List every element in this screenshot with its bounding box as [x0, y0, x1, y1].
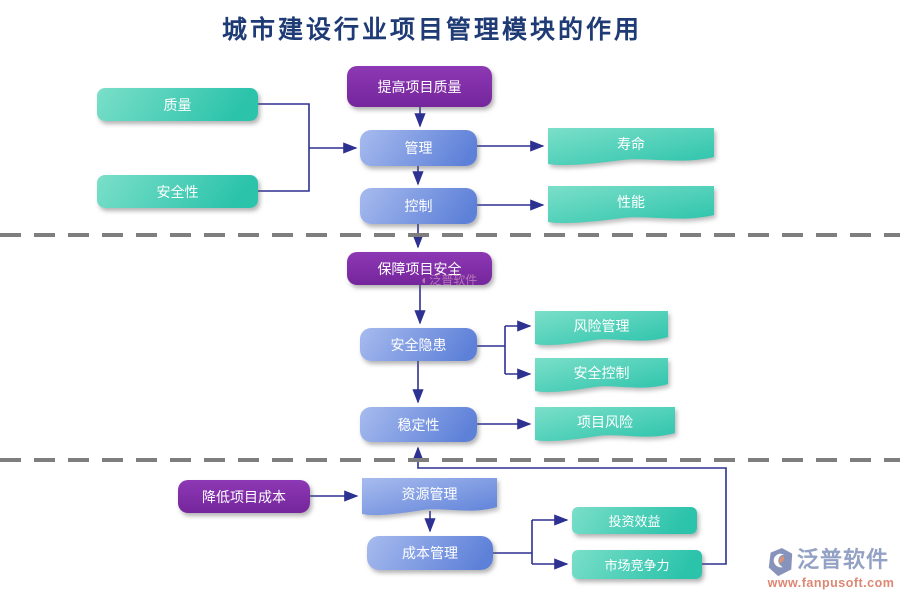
- node-manage-label: 管理: [404, 140, 433, 156]
- node-performance: 性能: [548, 186, 714, 226]
- node-investment-label: 投资效益: [608, 514, 661, 529]
- node-stability: 稳定性: [360, 407, 477, 442]
- diagram-title: 城市建设行业项目管理模块的作用: [221, 15, 642, 44]
- watermark-logo-icon: ◖: [420, 272, 428, 287]
- node-performance-label: 性能: [617, 194, 645, 210]
- node-project-risk: 项目风险: [535, 407, 675, 444]
- node-project-risk-label: 项目风险: [577, 413, 633, 430]
- vendor-logo-url: www.fanpusoft.com: [767, 576, 895, 590]
- vendor-logo-name: 泛普软件: [797, 547, 890, 572]
- node-improve-quality-label: 提高项目质量: [377, 78, 462, 95]
- node-reduce-cost-label: 降低项目成本: [202, 488, 286, 505]
- node-control: 控制: [360, 188, 477, 224]
- node-reduce-cost: 降低项目成本: [178, 480, 310, 513]
- node-lifespan-label: 寿命: [617, 136, 645, 152]
- node-lifespan: 寿命: [548, 128, 714, 168]
- node-control-label: 控制: [404, 198, 433, 214]
- node-risk-mgmt-label: 风险管理: [573, 317, 630, 334]
- section-divider-1: [0, 233, 900, 237]
- node-cost-mgmt: 成本管理: [367, 536, 493, 570]
- node-ensure-safety: 保障项目安全: [347, 252, 492, 285]
- node-safety: 安全性: [97, 175, 258, 208]
- wire-quality-safety-bracket: [258, 103, 310, 192]
- watermark-text: 泛普软件: [429, 273, 478, 287]
- document-shape: [535, 311, 668, 346]
- node-investment: 投资效益: [572, 507, 697, 534]
- node-manage: 管理: [360, 130, 477, 166]
- node-improve-quality: 提高项目质量: [347, 66, 492, 107]
- watermark: ◖ 泛普软件: [420, 271, 500, 288]
- vendor-logo-icon: [768, 547, 793, 577]
- node-resource-mgmt: 资源管理: [362, 478, 497, 518]
- node-safety-control: 安全控制: [535, 358, 668, 395]
- node-hazard-label: 安全隐患: [390, 336, 447, 353]
- document-shape: [548, 128, 714, 166]
- vendor-logo: 泛普软件 www.fanpusoft.com: [766, 547, 898, 590]
- node-stability-label: 稳定性: [397, 416, 440, 433]
- node-cost-mgmt-label: 成本管理: [402, 545, 458, 561]
- node-hazard: 安全隐患: [360, 328, 477, 361]
- node-safety-control-label: 安全控制: [573, 364, 630, 381]
- document-shape: [362, 478, 497, 516]
- node-safety-label: 安全性: [156, 183, 199, 200]
- node-resource-mgmt-label: 资源管理: [401, 486, 458, 502]
- node-ensure-safety-label: 保障项目安全: [377, 260, 462, 277]
- node-market-label: 市场竞争力: [604, 558, 670, 573]
- node-quality: 质量: [97, 88, 258, 121]
- node-risk-mgmt: 风险管理: [535, 311, 668, 348]
- document-shape: [548, 186, 714, 224]
- node-quality-label: 质量: [163, 96, 192, 113]
- document-shape: [535, 358, 668, 393]
- document-shape: [535, 407, 675, 442]
- node-market: 市场竞争力: [572, 550, 702, 579]
- section-divider-2: [0, 458, 900, 462]
